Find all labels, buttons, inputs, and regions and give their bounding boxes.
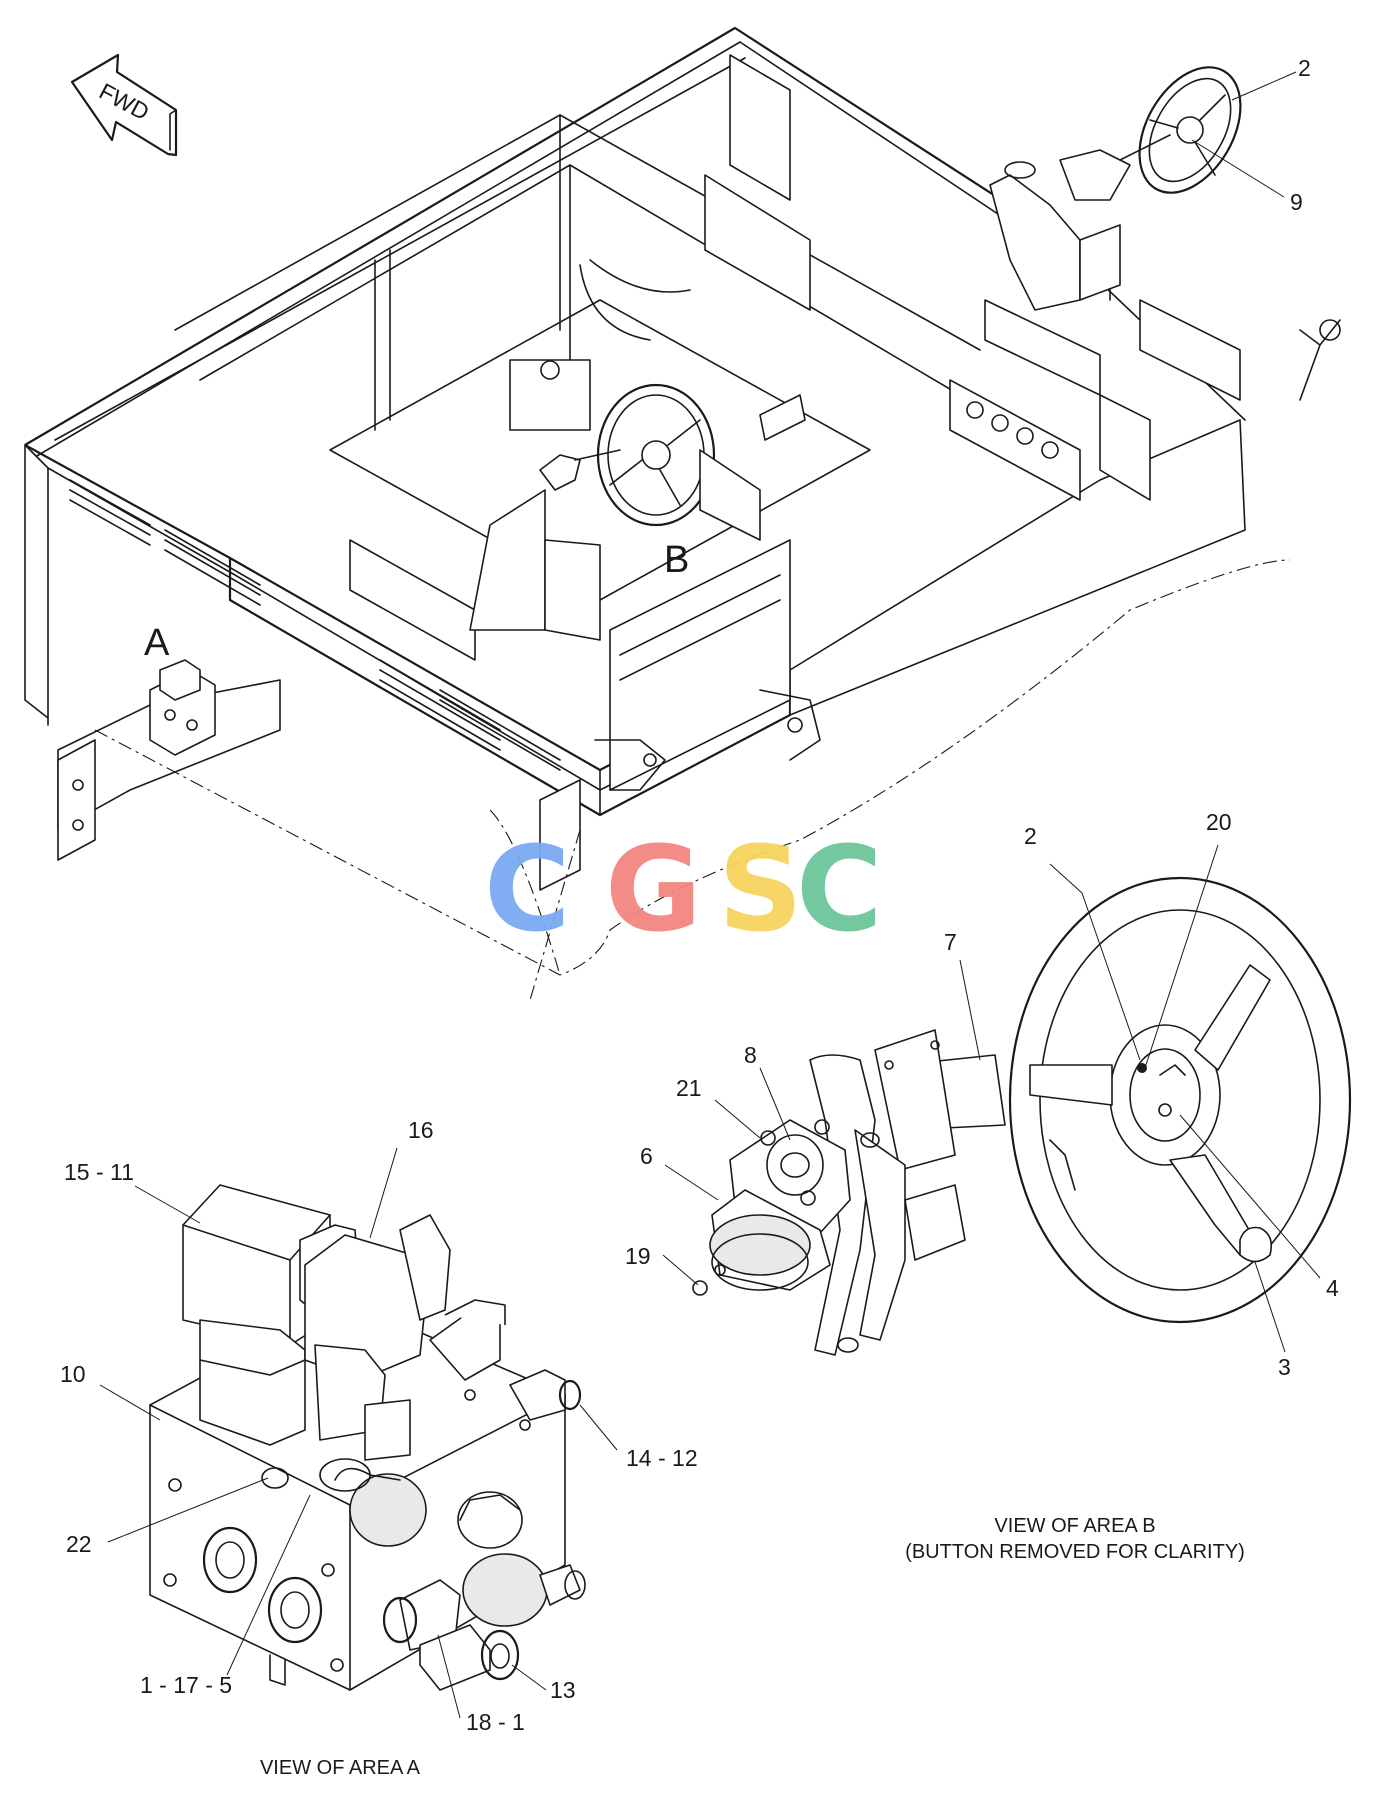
callout-2-b: 2 [1024,823,1037,849]
caption-view-a: VIEW OF AREA A [260,1757,421,1779]
leader-7 [959,959,981,1061]
callout-22: 22 [66,1531,92,1557]
steering-column-right [989,66,1242,311]
callout-7: 7 [944,929,957,955]
leader-9 [1191,139,1285,198]
chassis-frame [24,26,1341,1001]
callout-9: 9 [1290,189,1303,215]
watermark-letter-4: C [796,820,883,958]
leader-6 [664,1164,719,1201]
caption-view-b-2: (BUTTON REMOVED FOR CLARITY) [905,1541,1245,1563]
leader-20 [1144,844,1219,1069]
area-label-a: A [144,622,170,664]
callout-20: 20 [1206,809,1232,835]
leader-15-11 [134,1185,201,1224]
callout-16: 16 [408,1117,434,1143]
fwd-label: FWD [95,78,153,126]
callout-10: 10 [60,1361,86,1387]
leader-8 [759,1067,791,1141]
fwd-arrow-icon: FWD [70,53,178,157]
callout-15-11: 15 - 11 [64,1159,134,1185]
leader-14-12 [579,1404,618,1451]
leader-18-1 [437,1634,461,1719]
view-area-a: 15 - 11 16 10 14 - 12 22 1 - 17 - 5 13 1… [60,1117,698,1779]
callout-14-12: 14 - 12 [626,1445,698,1471]
cgsc-watermark: C G S C [484,820,883,958]
callout-6: 6 [640,1143,653,1169]
leader-2-b [1049,863,1141,1061]
area-label-b: B [664,539,689,581]
callout-18-1: 18 - 1 [466,1709,525,1735]
leader-19 [662,1254,699,1286]
caption-view-b-1: VIEW OF AREA B [994,1515,1155,1537]
watermark-letter-2: G [605,820,702,958]
leader-4 [1179,1114,1321,1279]
callout-2-top: 2 [1298,55,1311,81]
watermark-letter-1: C [484,820,571,958]
view-area-b: 2 20 7 8 21 6 19 4 3 VIEW OF AREA B (BUT… [625,809,1352,1563]
callout-13: 13 [550,1677,576,1703]
callout-21: 21 [676,1075,702,1101]
leader-16 [369,1147,398,1239]
leader-21 [714,1099,761,1139]
leader-2-top [1231,71,1297,101]
callout-3: 3 [1278,1354,1291,1380]
leader-1-17-5 [226,1494,311,1676]
steering-column-center [469,359,806,641]
callout-4: 4 [1326,1275,1339,1301]
valve-block-small [149,659,216,756]
watermark-letter-3: S [718,820,803,958]
gauge-cluster [966,401,1059,459]
vent-slots [69,479,561,771]
callout-1-17-5: 1 - 17 - 5 [140,1672,232,1698]
callout-8: 8 [744,1042,757,1068]
leader-3 [1254,1261,1286,1353]
leader-10 [99,1384,161,1421]
callout-19: 19 [625,1243,651,1269]
leader-22 [107,1477,269,1543]
leader-13 [511,1664,547,1691]
